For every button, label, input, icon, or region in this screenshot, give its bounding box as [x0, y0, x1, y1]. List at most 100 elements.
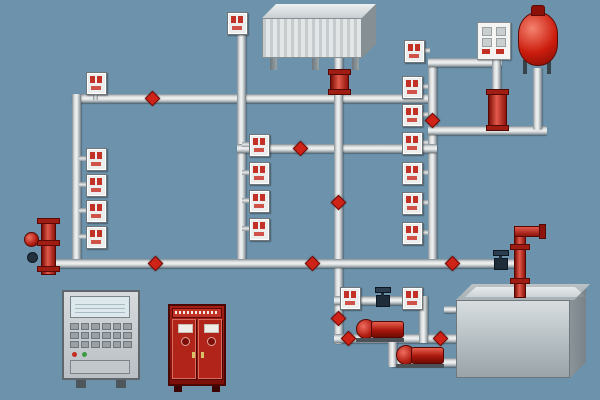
- panel-button[interactable]: [112, 341, 122, 348]
- gate-valve-icon[interactable]: [375, 287, 391, 307]
- fire-pump[interactable]: [396, 342, 444, 368]
- panel-button[interactable]: [112, 332, 122, 339]
- signal-box[interactable]: [402, 287, 423, 310]
- panel-button[interactable]: [123, 323, 132, 330]
- label-mark: [413, 80, 418, 87]
- signal-box[interactable]: [86, 200, 107, 223]
- panel-button[interactable]: [91, 323, 100, 330]
- fire-water-storage-tank[interactable]: [452, 284, 592, 384]
- label-mark: [407, 176, 417, 180]
- pipe-stub: [93, 92, 98, 100]
- label-mark: [407, 118, 417, 122]
- signal-box[interactable]: [249, 190, 270, 213]
- roof-tank-leg: [270, 58, 277, 70]
- signal-box[interactable]: [402, 76, 423, 99]
- panel-button[interactable]: [70, 332, 79, 339]
- panel-indicator-button[interactable]: [482, 38, 492, 47]
- pipe-stub: [423, 48, 430, 53]
- pipe-stub: [421, 112, 428, 117]
- signal-box[interactable]: [86, 72, 107, 95]
- signal-box[interactable]: [249, 162, 270, 185]
- door-label: [178, 324, 193, 333]
- alarm-gong-icon: [24, 232, 39, 247]
- label-mark: [97, 152, 102, 159]
- pipe-segment: [42, 259, 524, 268]
- hydrant-outlet-flange: [539, 224, 546, 239]
- cabinet-foot: [116, 380, 126, 388]
- panel-button[interactable]: [70, 323, 79, 330]
- panel-button[interactable]: [80, 323, 90, 330]
- roof-tank-side-face: [362, 4, 376, 58]
- vessel-leg: [547, 60, 551, 74]
- signal-box[interactable]: [402, 104, 423, 127]
- signal-box[interactable]: [402, 162, 423, 185]
- label-mark: [254, 148, 264, 152]
- flange: [510, 244, 530, 250]
- pump-motor: [371, 321, 404, 338]
- signal-box[interactable]: [227, 12, 248, 35]
- panel-button[interactable]: [80, 332, 90, 339]
- flange: [37, 240, 60, 246]
- signal-box[interactable]: [86, 226, 107, 249]
- fire-pump[interactable]: [356, 316, 404, 342]
- panel-button[interactable]: [102, 323, 111, 330]
- alarm-valve-assembly[interactable]: [24, 216, 72, 278]
- label-mark: [90, 230, 95, 237]
- cabinet-lower-hatch[interactable]: [70, 360, 130, 374]
- test-hydrant-assembly[interactable]: [492, 220, 548, 298]
- gate-valve-icon[interactable]: [493, 250, 509, 270]
- door-handle[interactable]: [201, 352, 204, 358]
- label-mark: [97, 204, 102, 211]
- label-mark: [260, 138, 265, 145]
- panel-button[interactable]: [102, 341, 111, 348]
- fire-alarm-control-cabinet[interactable]: [62, 290, 142, 390]
- label-mark: [406, 196, 411, 203]
- signal-box[interactable]: [86, 148, 107, 171]
- panel-button[interactable]: [123, 332, 132, 339]
- signal-box[interactable]: [404, 40, 425, 63]
- flanged-control-valve[interactable]: [486, 89, 509, 131]
- flange: [37, 218, 60, 224]
- cabinet-foot: [212, 386, 220, 392]
- panel-indicator-button[interactable]: [482, 27, 492, 36]
- signal-box[interactable]: [249, 134, 270, 157]
- roof-tank-front-face: [262, 18, 362, 58]
- panel-button[interactable]: [80, 341, 90, 348]
- roof-water-tank[interactable]: [260, 4, 380, 70]
- pipe-stub: [79, 208, 86, 213]
- panel-button[interactable]: [112, 323, 122, 330]
- pump-motor: [411, 347, 444, 364]
- cabinet-door-right[interactable]: [198, 319, 222, 379]
- pipe-stub: [421, 140, 428, 145]
- label-mark: [90, 76, 95, 83]
- signal-box[interactable]: [340, 287, 361, 310]
- panel-button[interactable]: [91, 341, 100, 348]
- panel-button[interactable]: [102, 332, 111, 339]
- panel-indicator-button[interactable]: [496, 27, 506, 36]
- label-mark: [253, 194, 258, 201]
- cabinet-door-left[interactable]: [172, 319, 196, 379]
- label-mark: [406, 291, 411, 298]
- label-mark: [91, 162, 101, 166]
- indicator-panel[interactable]: [477, 22, 511, 60]
- door-handle[interactable]: [192, 352, 195, 358]
- label-mark: [97, 230, 102, 237]
- pipe-segment: [444, 306, 456, 313]
- pressure-expansion-vessel[interactable]: [514, 4, 562, 76]
- label-mark: [260, 194, 265, 201]
- panel-button[interactable]: [123, 341, 132, 348]
- fire-pump-control-cabinet[interactable]: [168, 304, 228, 394]
- signal-box[interactable]: [402, 192, 423, 215]
- label-mark: [97, 76, 102, 83]
- signal-box[interactable]: [249, 218, 270, 241]
- label-mark: [407, 236, 417, 240]
- door-gauge-icon: [207, 337, 216, 346]
- cabinet-foot: [174, 386, 182, 392]
- panel-button[interactable]: [70, 341, 79, 348]
- panel-button[interactable]: [91, 332, 100, 339]
- signal-box[interactable]: [402, 132, 423, 155]
- signal-box[interactable]: [402, 222, 423, 245]
- panel-indicator-button[interactable]: [496, 38, 506, 47]
- signal-box[interactable]: [86, 174, 107, 197]
- flanged-control-valve[interactable]: [328, 69, 351, 95]
